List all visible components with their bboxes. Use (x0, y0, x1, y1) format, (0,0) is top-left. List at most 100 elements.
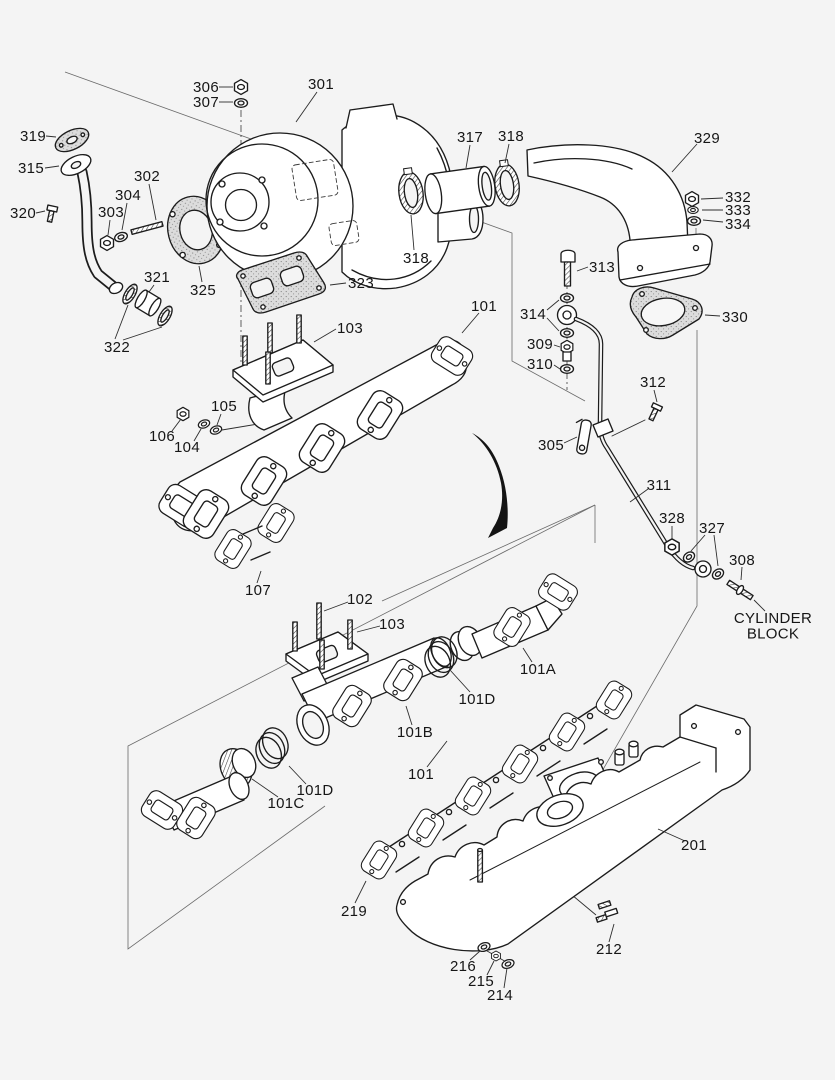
callout-201: 201 (657, 828, 707, 854)
leader-line (700, 197, 724, 200)
turbocharger-drawing (205, 103, 484, 290)
leader-line (629, 488, 649, 503)
leader-line (702, 219, 724, 223)
leader-line (546, 299, 560, 311)
part-number-label: 315 (18, 160, 44, 177)
callout-107: 107 (245, 570, 271, 599)
callout-312: 312 (640, 374, 666, 403)
pipe-end-fittings-drawing (664, 538, 754, 601)
oil-feed-pipe-drawing (573, 316, 712, 578)
callout-101-top: 101 (461, 298, 497, 334)
callout-302: 302 (134, 168, 160, 221)
leader-line (576, 266, 589, 272)
leader-line (323, 601, 349, 612)
leader-line (704, 314, 721, 317)
part-number-label: 103 (379, 616, 405, 633)
callout-215: 215 (468, 960, 495, 990)
part-number-label: 314 (520, 306, 546, 323)
part-number-label: 330 (722, 309, 748, 326)
leader-line (503, 967, 508, 989)
callout-304: 304 (115, 187, 141, 231)
part-number-label: 212 (596, 941, 622, 958)
part-number-label: 302 (134, 168, 160, 185)
leader-line (504, 143, 510, 164)
manifold-outlet-gasket-drawing (235, 251, 327, 314)
leader-line (354, 880, 367, 904)
part-number-label: 216 (450, 958, 476, 975)
part-number-label: 101 (408, 766, 434, 783)
callout-303: 303 (98, 204, 124, 236)
part-number-label: 107 (245, 582, 271, 599)
leader-line (148, 284, 155, 293)
leader-line (653, 389, 658, 403)
part-number-label: 311 (647, 477, 672, 494)
leader-line (45, 135, 57, 138)
callout-216: 216 (450, 950, 481, 975)
intake-hose-and-clamps-drawing (394, 157, 523, 217)
leader-line (449, 669, 471, 693)
leader-line (690, 534, 706, 552)
part-number-label: 320 (10, 205, 36, 222)
leader-line (405, 705, 413, 726)
part-number-label: 201 (681, 837, 707, 854)
callout-104: 104 (174, 428, 202, 456)
callout-315: 315 (18, 160, 60, 177)
callout-329: 329 (671, 130, 720, 173)
callout-330: 330 (704, 309, 748, 326)
leader-line (426, 740, 448, 768)
port-gasket-pair-drawing (211, 500, 298, 572)
callout-101D-left: 101D (288, 765, 333, 799)
oil-drain-pipe-drawing (46, 127, 124, 295)
exhaust-elbow-drawing (526, 144, 713, 288)
part-number-label: 329 (694, 130, 720, 147)
pipe-sleeve-and-rings-drawing (122, 283, 173, 327)
leader-line (35, 210, 46, 214)
part-number-label: 104 (174, 439, 200, 456)
callout-322: 322 (104, 304, 163, 356)
callout-310: 310 (527, 356, 561, 373)
leader-line (563, 436, 578, 444)
leader-line (256, 570, 262, 584)
mounting-bolt-washers-drawing (476, 900, 619, 971)
part-number-label: 333 (725, 202, 751, 219)
part-number-label: 301 (308, 76, 334, 93)
leader-line (522, 647, 533, 663)
leader-line (44, 165, 60, 169)
upper-exhaust-manifold-drawing (155, 314, 477, 543)
callout-325: 325 (190, 265, 216, 299)
leader-line (121, 202, 128, 231)
part-number-label: 106 (149, 428, 175, 445)
callout-320: 320 (10, 205, 46, 222)
part-number-label: 215 (468, 973, 494, 990)
callout-214: 214 (487, 967, 513, 1004)
callout-319: 319 (20, 128, 57, 145)
callout-101C: 101C (251, 778, 304, 812)
callout-323: 323 (329, 275, 374, 292)
callout-103-top: 103 (313, 320, 363, 343)
callout-106: 106 (149, 418, 182, 445)
callout-327: 327 (690, 520, 725, 567)
callout-309: 309 (527, 336, 561, 353)
part-number-label: 219 (341, 903, 367, 920)
part-number-label: 318 (498, 128, 524, 145)
part-number-label: 101D (458, 691, 495, 708)
callout-333: 333 (702, 202, 751, 219)
part-number-label: 327 (699, 520, 725, 537)
part-number-label: 328 (659, 510, 685, 527)
callout-219: 219 (341, 880, 367, 920)
part-number-label: 105 (211, 398, 237, 415)
manifold-section-left-drawing (137, 772, 250, 843)
callout-305: 305 (538, 436, 578, 454)
leader-line (288, 765, 307, 785)
leader-line (713, 534, 719, 567)
callout-101D-right: 101D (449, 669, 495, 708)
manifold-section-101A-drawing (449, 570, 581, 662)
part-number-label: 312 (640, 374, 666, 391)
part-number-label: 334 (725, 216, 751, 233)
callout-318-left: 318 (403, 214, 429, 267)
callout-102: 102 (323, 591, 373, 612)
leader-line (193, 428, 202, 442)
callout-334: 334 (702, 216, 751, 233)
leader-line (216, 413, 222, 426)
